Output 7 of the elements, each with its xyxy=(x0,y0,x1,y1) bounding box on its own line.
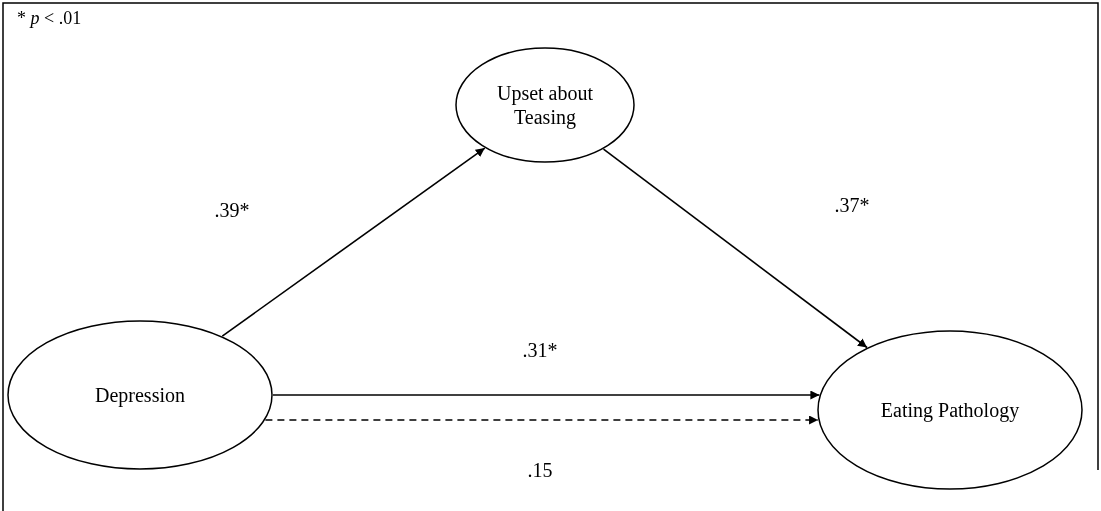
ellipse-node: Eating Pathology xyxy=(817,330,1083,490)
ellipse-node: Depression xyxy=(7,320,273,470)
arrow xyxy=(602,148,868,349)
dashed-arrow xyxy=(264,415,819,425)
ellipse-node: Upset about Teasing xyxy=(455,47,635,163)
arrow xyxy=(221,147,486,337)
arrow xyxy=(272,390,821,400)
